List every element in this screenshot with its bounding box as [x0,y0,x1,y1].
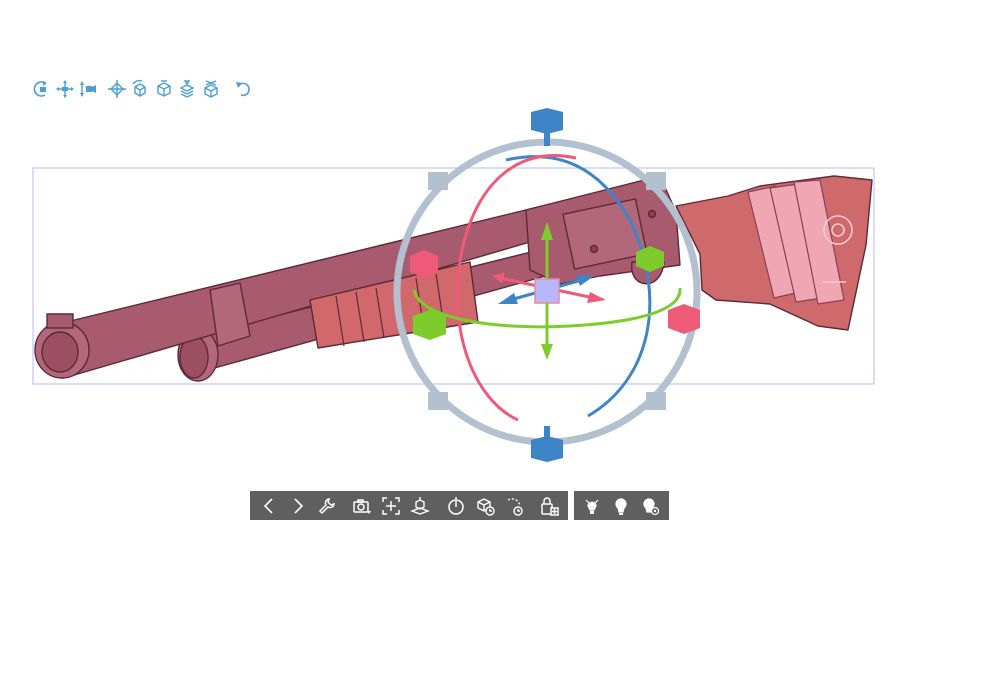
land-on-floor-icon[interactable] [408,494,432,518]
object-move-icon[interactable] [106,78,128,100]
selection-bounding-box [32,167,875,385]
next-icon[interactable] [286,494,310,518]
ejection-port [562,198,648,270]
gizmo-x-ring[interactable] [455,154,577,422]
camera-object-toolbar [30,76,256,102]
receiver-pin [647,209,657,219]
previous-icon[interactable] [257,494,281,518]
light-direction-icon[interactable] [609,494,633,518]
object-box-icon[interactable] [153,78,175,100]
fit-frame-icon[interactable] [379,494,403,518]
object-spin-icon[interactable] [502,494,526,518]
receiver-pin [589,244,599,254]
rotation-reset-icon[interactable] [444,494,468,518]
gizmo-z-ring[interactable] [505,155,652,418]
camera-dolly-icon[interactable] [77,78,99,100]
light-source-group [573,491,669,520]
object-launcher-bar [250,491,669,520]
object-collapse-icon[interactable] [200,78,222,100]
barrel-bore [41,331,79,373]
front-sight [46,313,74,329]
lock-icon[interactable] [537,494,561,518]
grip-wrap [747,179,845,305]
camera-preset-icon[interactable] [350,494,374,518]
shotgun-model[interactable] [34,175,873,382]
gizmo-y-handle[interactable] [413,246,664,340]
transform-gizmo[interactable] [393,108,701,462]
barrel-band [209,282,251,347]
gizmo-x-handle[interactable] [410,250,700,334]
wrench-icon[interactable] [315,494,339,518]
reset-rotation-icon[interactable] [232,78,254,100]
object-stack-icon[interactable] [176,78,198,100]
object-launcher-group-main [250,491,568,520]
camera-pan-icon[interactable] [54,78,76,100]
stock-decal-icon [822,215,853,283]
camera-orbit-icon[interactable] [30,78,52,100]
gizmo-corner-handle[interactable] [428,172,666,410]
object-scale-icon[interactable] [473,494,497,518]
gizmo-z-handle[interactable] [531,108,563,462]
light-settings-icon[interactable] [638,494,662,518]
light-source-icon[interactable] [580,494,604,518]
gizmo-center-handle[interactable] [534,278,560,304]
gizmo-y-ring[interactable] [412,287,682,329]
object-rotate-icon[interactable] [129,78,151,100]
